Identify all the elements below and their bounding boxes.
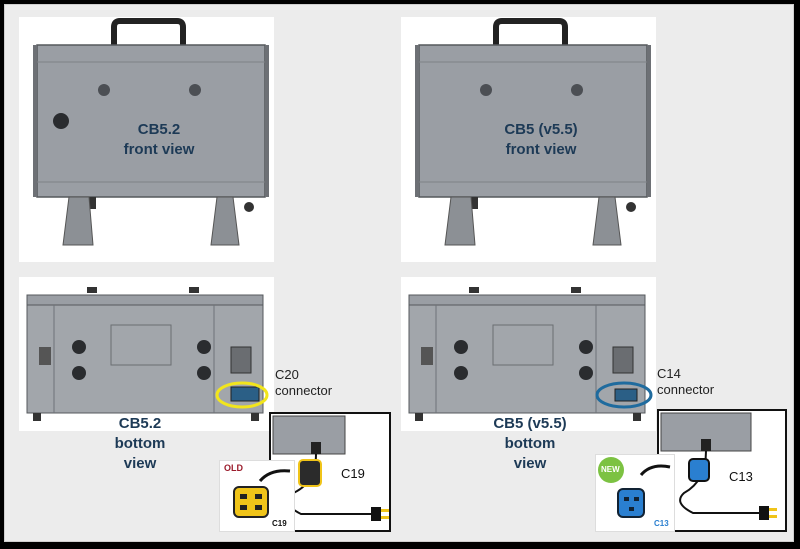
c20-highlight-ring — [215, 381, 269, 409]
cb5-bottom-label: CB5 (v5.5) bottom view — [465, 414, 595, 474]
c20-connector-label: C20 connector — [275, 367, 332, 399]
c14-word: connector — [657, 382, 715, 397]
c20-name: C20 — [275, 367, 299, 382]
cb5-bottom-panel — [401, 277, 656, 431]
c14-name: C14 — [657, 366, 681, 381]
c13-photo-drawing — [617, 464, 671, 518]
cb52-bottom-label: CB5.2 bottom view — [85, 414, 195, 474]
cb52-front-label: CB5.2 front view — [89, 120, 229, 160]
new-badge-circle — [598, 457, 624, 483]
c13-photo-caption: C13 — [654, 519, 669, 528]
c20-word: connector — [275, 383, 333, 398]
c14-highlight-ring — [595, 381, 653, 409]
cb52-bottom-line3: view — [123, 455, 157, 472]
cb5-bottom-line3: view — [513, 455, 547, 472]
cb5-front-label: CB5 (v5.5) front view — [461, 120, 621, 160]
cb5-bottom-line2: bottom — [504, 435, 556, 452]
cb52-front-line2: front view — [123, 141, 195, 158]
c13-cable-diagram: C13 — [657, 409, 787, 532]
old-badge: OLD — [224, 463, 243, 473]
c13-plug-label: C13 — [729, 469, 753, 484]
cb52-bottom-line2: bottom — [114, 435, 166, 452]
c19-cable-drawing — [272, 415, 389, 521]
c19-cable-diagram: C19 — [269, 412, 391, 532]
c19-plug-label: C19 — [341, 466, 365, 481]
cb5-front-panel: CB5 (v5.5) front view — [401, 17, 656, 262]
slide-canvas: CB5.2 front view CB5 (v5.5) front view — [4, 4, 794, 542]
cb5-front-line1: CB5 (v5.5) — [504, 121, 578, 138]
cb52-front-drawing — [33, 18, 269, 246]
cb5-bottom-line1: CB5 (v5.5) — [493, 415, 567, 432]
c19-photo-caption: C19 — [272, 519, 287, 528]
cb52-bottom-drawing — [26, 287, 264, 421]
c19-photo: OLD C19 — [219, 460, 295, 532]
cb52-bottom-line1: CB5.2 — [118, 415, 162, 432]
cb5-front-drawing — [415, 18, 651, 246]
cb5-front-line2: front view — [505, 141, 577, 158]
new-badge: NEW — [601, 465, 620, 474]
cb52-front-line1: CB5.2 — [137, 121, 181, 138]
cb52-front-panel: CB5.2 front view — [19, 17, 274, 262]
c13-photo: NEW C13 — [595, 454, 675, 532]
c14-connector-label: C14 connector — [657, 366, 714, 398]
cb5-bottom-drawing — [408, 287, 646, 421]
cb52-bottom-panel — [19, 277, 274, 431]
c19-photo-drawing — [233, 469, 291, 518]
c13-cable-drawing — [660, 412, 777, 520]
